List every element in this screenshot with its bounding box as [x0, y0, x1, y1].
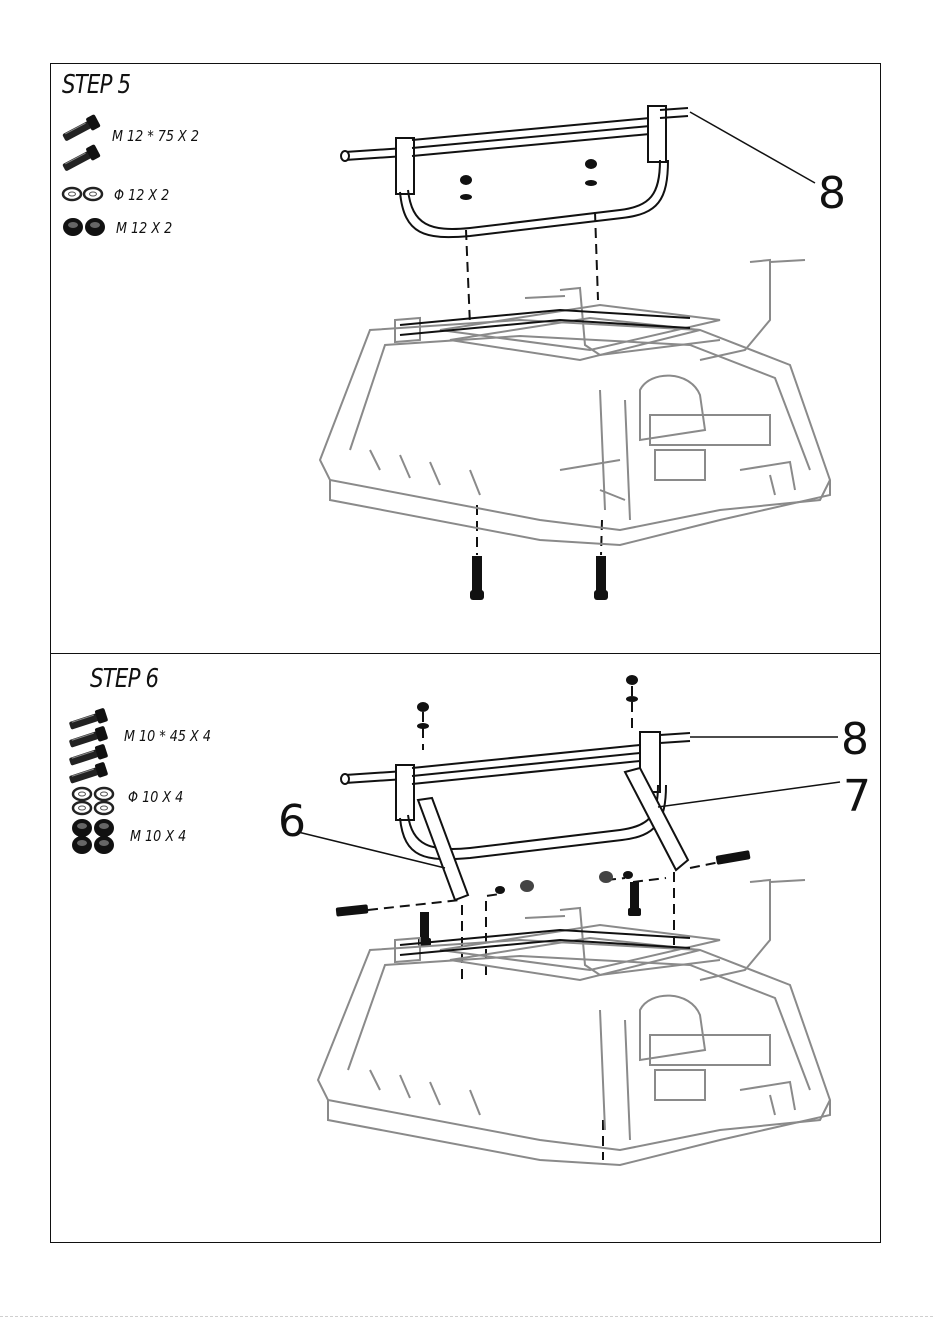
- nut-icon: [72, 836, 92, 854]
- nut-icon: [94, 819, 114, 837]
- step6-rack-part-8: [341, 732, 838, 859]
- step5-washer-icons: [63, 188, 102, 200]
- nut-icon: [63, 218, 83, 236]
- step6-title: STEP 6: [90, 664, 158, 694]
- step6-nut-spec: M 10 X 4: [130, 827, 186, 845]
- nut-icon: [72, 819, 92, 837]
- washer-icon: [84, 188, 102, 200]
- step6-callout-8: 8: [841, 718, 869, 762]
- washer-icon: [95, 802, 113, 814]
- step6-top-nuts: [417, 675, 638, 729]
- step6-nut-icons: [72, 819, 114, 854]
- step6-bolt-icons: [68, 708, 108, 787]
- step6-brace-part-6: [298, 798, 468, 900]
- step5-rack-part-8: [341, 106, 815, 237]
- washer-icon: [73, 802, 91, 814]
- nut-icon: [85, 218, 105, 236]
- step6-washer-spec: Φ 10 X 4: [128, 788, 183, 806]
- step6-bolt-spec: M 10 * 45 X 4: [124, 727, 211, 745]
- step5-callout-8: 8: [818, 172, 846, 216]
- step5-base-unit: [320, 260, 830, 545]
- bolt-icon: [61, 114, 101, 144]
- washer-icon: [95, 788, 113, 800]
- nut-icon: [94, 836, 114, 854]
- step5-washer-spec: Φ 12 X 2: [114, 186, 169, 204]
- bolt-icon: [61, 144, 101, 174]
- step6-callout-6: 6: [278, 800, 306, 844]
- step5-nut-icons: [63, 218, 105, 236]
- step6-callout-7: 7: [843, 775, 871, 819]
- step5-bolt-icons: [61, 114, 101, 174]
- bolt-icon: [68, 762, 108, 787]
- step6-washer-icons: [73, 788, 113, 814]
- washer-icon: [63, 188, 81, 200]
- step5-bottom-bolts: [470, 556, 608, 600]
- step5-dash-lines: [466, 212, 602, 555]
- step5-top-nuts: [460, 159, 597, 200]
- washer-icon: [73, 788, 91, 800]
- step6-base-unit: [318, 880, 830, 1165]
- step5-bolt-spec: M 12 * 75 X 2: [112, 127, 199, 145]
- step5-nut-spec: M 12 X 2: [116, 219, 172, 237]
- page-bottom-rule: [0, 1316, 933, 1317]
